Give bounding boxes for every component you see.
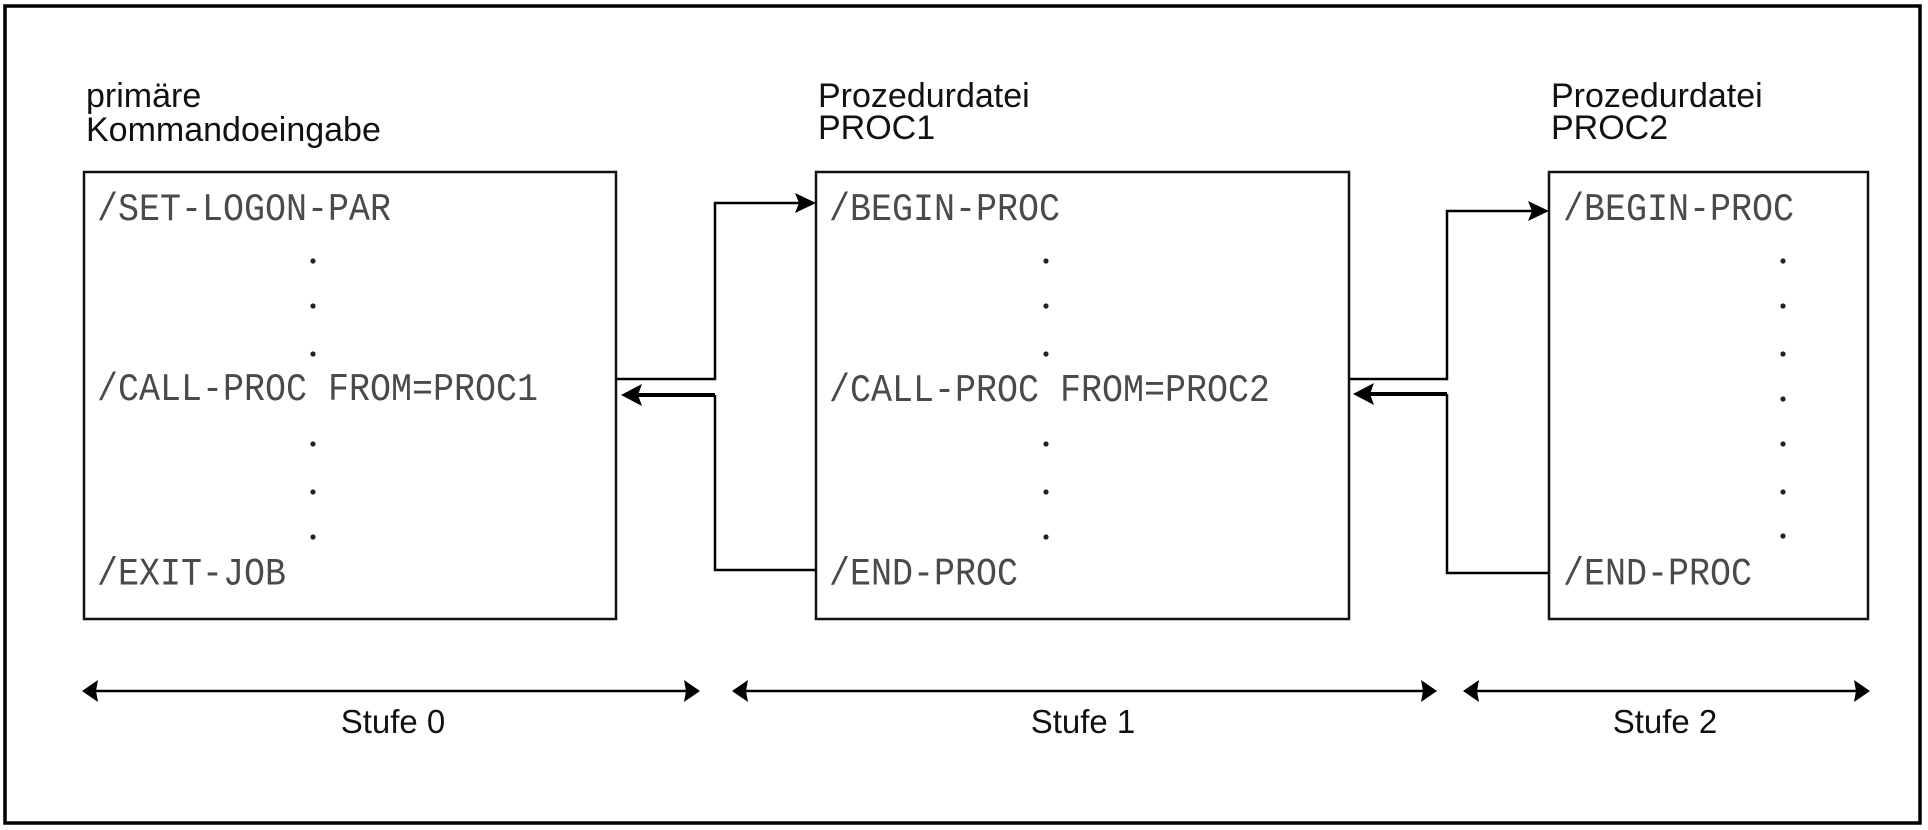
arrow-left-icon [621,384,642,406]
ellipsis-dot [1780,396,1786,402]
arrow-right-icon [1528,201,1549,221]
column-title-line-1: Prozedurdatei [1551,77,1763,115]
call-line [1348,209,1537,381]
ellipsis-dot [310,489,316,495]
call-line [616,201,804,381]
ellipsis-dot [1043,303,1049,309]
column-title-line-2: PROC2 [1551,109,1668,147]
call-connector-proc2 [1348,201,1549,575]
return-line [713,395,816,572]
ellipsis-dot [1780,303,1786,309]
command-line-first: /SET-LOGON-PAR [97,189,391,233]
command-line-first: /BEGIN-PROC [1563,189,1794,233]
ellipsis-dot [310,351,316,357]
column-title-line-1: Prozedurdatei [818,77,1030,115]
level-indicator-1: Stufe 1 [732,680,1437,740]
arrow-left-icon [1463,680,1479,702]
ellipsis-dot [1043,534,1049,540]
command-line-last: /END-PROC [1563,553,1752,597]
ellipsis-dot [310,258,316,264]
ellipsis-dot [1780,351,1786,357]
ellipsis-dot [310,441,316,447]
column-proc2: Prozedurdatei PROC2 /BEGIN-PROC /END-PRO… [1547,77,1870,621]
ellipsis-dot [1780,441,1786,447]
arrow-right-icon [795,193,816,213]
command-line-call: /CALL-PROC FROM=PROC1 [97,369,538,413]
arrow-left-icon [1353,383,1374,405]
arrow-left-icon [732,680,748,702]
command-line-call: /CALL-PROC FROM=PROC2 [829,370,1270,414]
level-indicator-0: Stufe 0 [82,680,700,740]
column-title-line-2: PROC1 [818,109,935,147]
ellipsis-dot [1780,489,1786,495]
ellipsis-dot [1043,351,1049,357]
command-box-primary [82,170,618,621]
command-box-proc2 [1547,170,1870,621]
outer-frame [3,4,1922,825]
command-box-proc1 [814,170,1351,621]
ellipsis-dot [1043,258,1049,264]
ellipsis-dot [1043,489,1049,495]
ellipsis-dot [310,303,316,309]
column-title-line-2: Kommandoeingabe [86,111,381,149]
command-line-last: /END-PROC [829,553,1018,597]
arrow-right-icon [1854,680,1870,702]
level-label: Stufe 0 [341,703,446,740]
command-line-first: /BEGIN-PROC [829,189,1060,233]
arrow-left-icon [82,680,98,702]
ellipsis-dot [1780,258,1786,264]
level-label: Stufe 2 [1613,703,1718,740]
arrow-right-icon [684,680,700,702]
column-title-line-1: primäre [86,77,201,115]
ellipsis-dot [1780,533,1786,539]
return-line [1445,394,1549,575]
column-proc1: Prozedurdatei PROC1 /BEGIN-PROC /CALL-PR… [814,77,1351,621]
ellipsis-dot [1043,441,1049,447]
column-primary-input: primäre Kommandoeingabe /SET-LOGON-PAR /… [82,77,618,621]
level-indicator-2: Stufe 2 [1463,680,1870,740]
call-connector-proc1 [616,193,816,572]
level-label: Stufe 1 [1031,703,1136,740]
arrow-right-icon [1421,680,1437,702]
ellipsis-dot [310,534,316,540]
command-line-last: /EXIT-JOB [97,553,286,597]
